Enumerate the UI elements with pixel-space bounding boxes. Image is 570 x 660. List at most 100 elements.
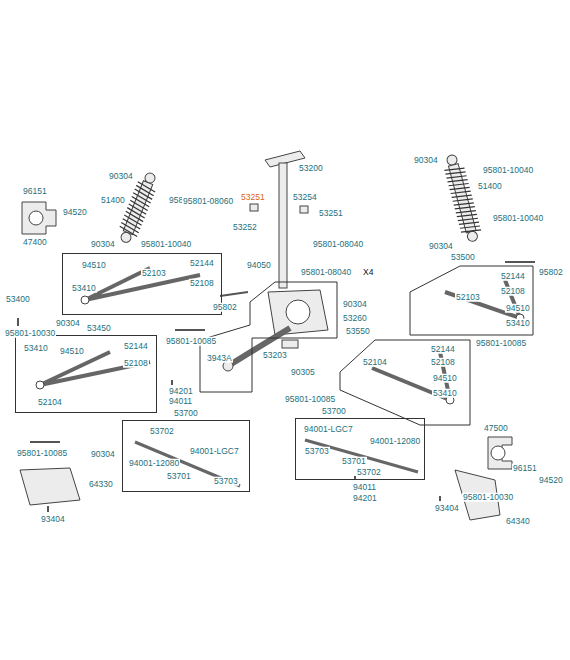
callout-number: 94011 [352, 483, 377, 492]
a-arm [85, 268, 200, 300]
callout-number: 94520 [538, 476, 564, 485]
callout-number: 94510 [59, 347, 85, 356]
group-number: 53550 [345, 327, 371, 336]
callout-number: 52144 [430, 345, 456, 354]
part-group-box: 5370094001-LGC794001-1208053703537015370… [295, 418, 425, 480]
callout-number: 53252 [232, 223, 258, 232]
callout-number: 52103 [141, 269, 167, 278]
callout-number: 94201 [352, 494, 378, 503]
shock-absorber [115, 170, 161, 246]
callout-number: 95801-10085 [475, 339, 527, 348]
callout-number: 53410 [432, 389, 458, 398]
bolt [175, 329, 205, 331]
part-group-box: 535005214452108521039451053410 [410, 266, 533, 335]
callout-number: 90304 [90, 450, 116, 459]
callout-number: 53254 [292, 193, 318, 202]
a-arm [445, 280, 520, 318]
callout-number: 90304 [342, 300, 368, 309]
callout-number: 52104 [362, 358, 388, 367]
steering-knuckle [22, 202, 56, 234]
bolt [30, 441, 60, 443]
callout-number: 94520 [62, 208, 88, 217]
coil-spring [119, 226, 139, 236]
group-number: 53400 [5, 295, 31, 304]
part-group-box: 535505214452108521049451053410 [340, 340, 470, 425]
bolt [220, 292, 248, 296]
callout-number: 53702 [149, 427, 175, 436]
steering-plate [282, 340, 298, 348]
callout-number: 95801-10030 [4, 329, 56, 338]
callout-number: 94001-LGC7 [303, 425, 354, 434]
callout-number: 90304 [55, 319, 81, 328]
callout-number: 94011 [168, 397, 193, 406]
callout-number: 51400 [477, 182, 503, 191]
callout-number: 95801-08040 [312, 240, 364, 249]
callout-number: 52144 [189, 259, 215, 268]
callout-number: 52103 [455, 293, 481, 302]
callout-number: 93404 [434, 504, 460, 513]
pitman-end [223, 361, 233, 371]
steering-knuckle [488, 437, 512, 469]
callout-number: 94510 [81, 261, 107, 270]
group-number: 53260 [342, 314, 368, 323]
callout-number: 94510 [505, 304, 531, 313]
a-arm [40, 352, 150, 385]
callout-number: 93404 [40, 515, 66, 524]
coil-spring [461, 227, 481, 235]
callout-number: 53251 [240, 193, 266, 202]
callout-number: 53203 [262, 351, 288, 360]
callout-number: 52108 [430, 358, 456, 367]
callout-number: 53703 [213, 477, 239, 486]
callout-number: 95801-10085 [16, 449, 68, 458]
callout-number: 95801-10040 [482, 166, 534, 175]
callout-number: 52108 [500, 287, 526, 296]
callout-number: 95801-10030 [462, 493, 514, 502]
group-outline-path [200, 282, 337, 392]
callout-number: 90304 [413, 156, 439, 165]
steering-gearbox [268, 290, 328, 335]
callout-number: 95802 [538, 268, 564, 277]
ball-joint [36, 296, 524, 404]
group-outline-path [340, 340, 470, 425]
callout-number: 53703 [304, 447, 330, 456]
callout-number: 52144 [500, 272, 526, 281]
callout-number: 47400 [22, 238, 48, 247]
shock-absorber [441, 153, 483, 244]
callout-number: 95801-08060 [182, 197, 234, 206]
callout-number: 95801-10085 [165, 337, 217, 346]
ball-joint [81, 296, 89, 304]
bushing [300, 206, 308, 213]
callout-number: 95801-10040 [140, 240, 192, 249]
part-group-box: 537005370294001-LGC794001-12080537015370… [122, 420, 250, 492]
callout-number: 96151 [22, 187, 48, 196]
callout-number: 95801-08040 [300, 268, 352, 277]
callout-number: 3943A [206, 354, 233, 363]
a-arm [40, 268, 520, 400]
callout-number: 51400 [100, 196, 126, 205]
callout-number: 52108 [189, 279, 215, 288]
callout-number: 94001-12080 [369, 437, 421, 446]
callout-number: 53410 [505, 319, 531, 328]
ball-joint [36, 381, 44, 389]
callout-number: 64340 [505, 517, 531, 526]
group-number: 53700 [321, 407, 347, 416]
bolt [439, 496, 441, 501]
callout-number: 90304 [90, 240, 116, 249]
group-outline [200, 282, 337, 392]
callout-number: 53200 [298, 164, 324, 173]
callout-number: 52104 [37, 398, 63, 407]
callout-number: 90304 [428, 242, 454, 251]
a-arm-guard [20, 468, 80, 505]
callout-number: 53701 [341, 457, 367, 466]
callout-number: 95802 [212, 303, 238, 312]
bushing [250, 204, 258, 211]
group-number: 53500 [450, 253, 476, 262]
part-group-box: 532603943A [200, 282, 337, 392]
callout-number: 94050 [246, 261, 272, 270]
bolt [17, 318, 19, 326]
steering-column [279, 163, 287, 288]
callout-number: 53702 [356, 468, 382, 477]
part-group-box: 534505341094510521445210852104 [15, 335, 157, 413]
callout-number: 90304 [108, 172, 134, 181]
